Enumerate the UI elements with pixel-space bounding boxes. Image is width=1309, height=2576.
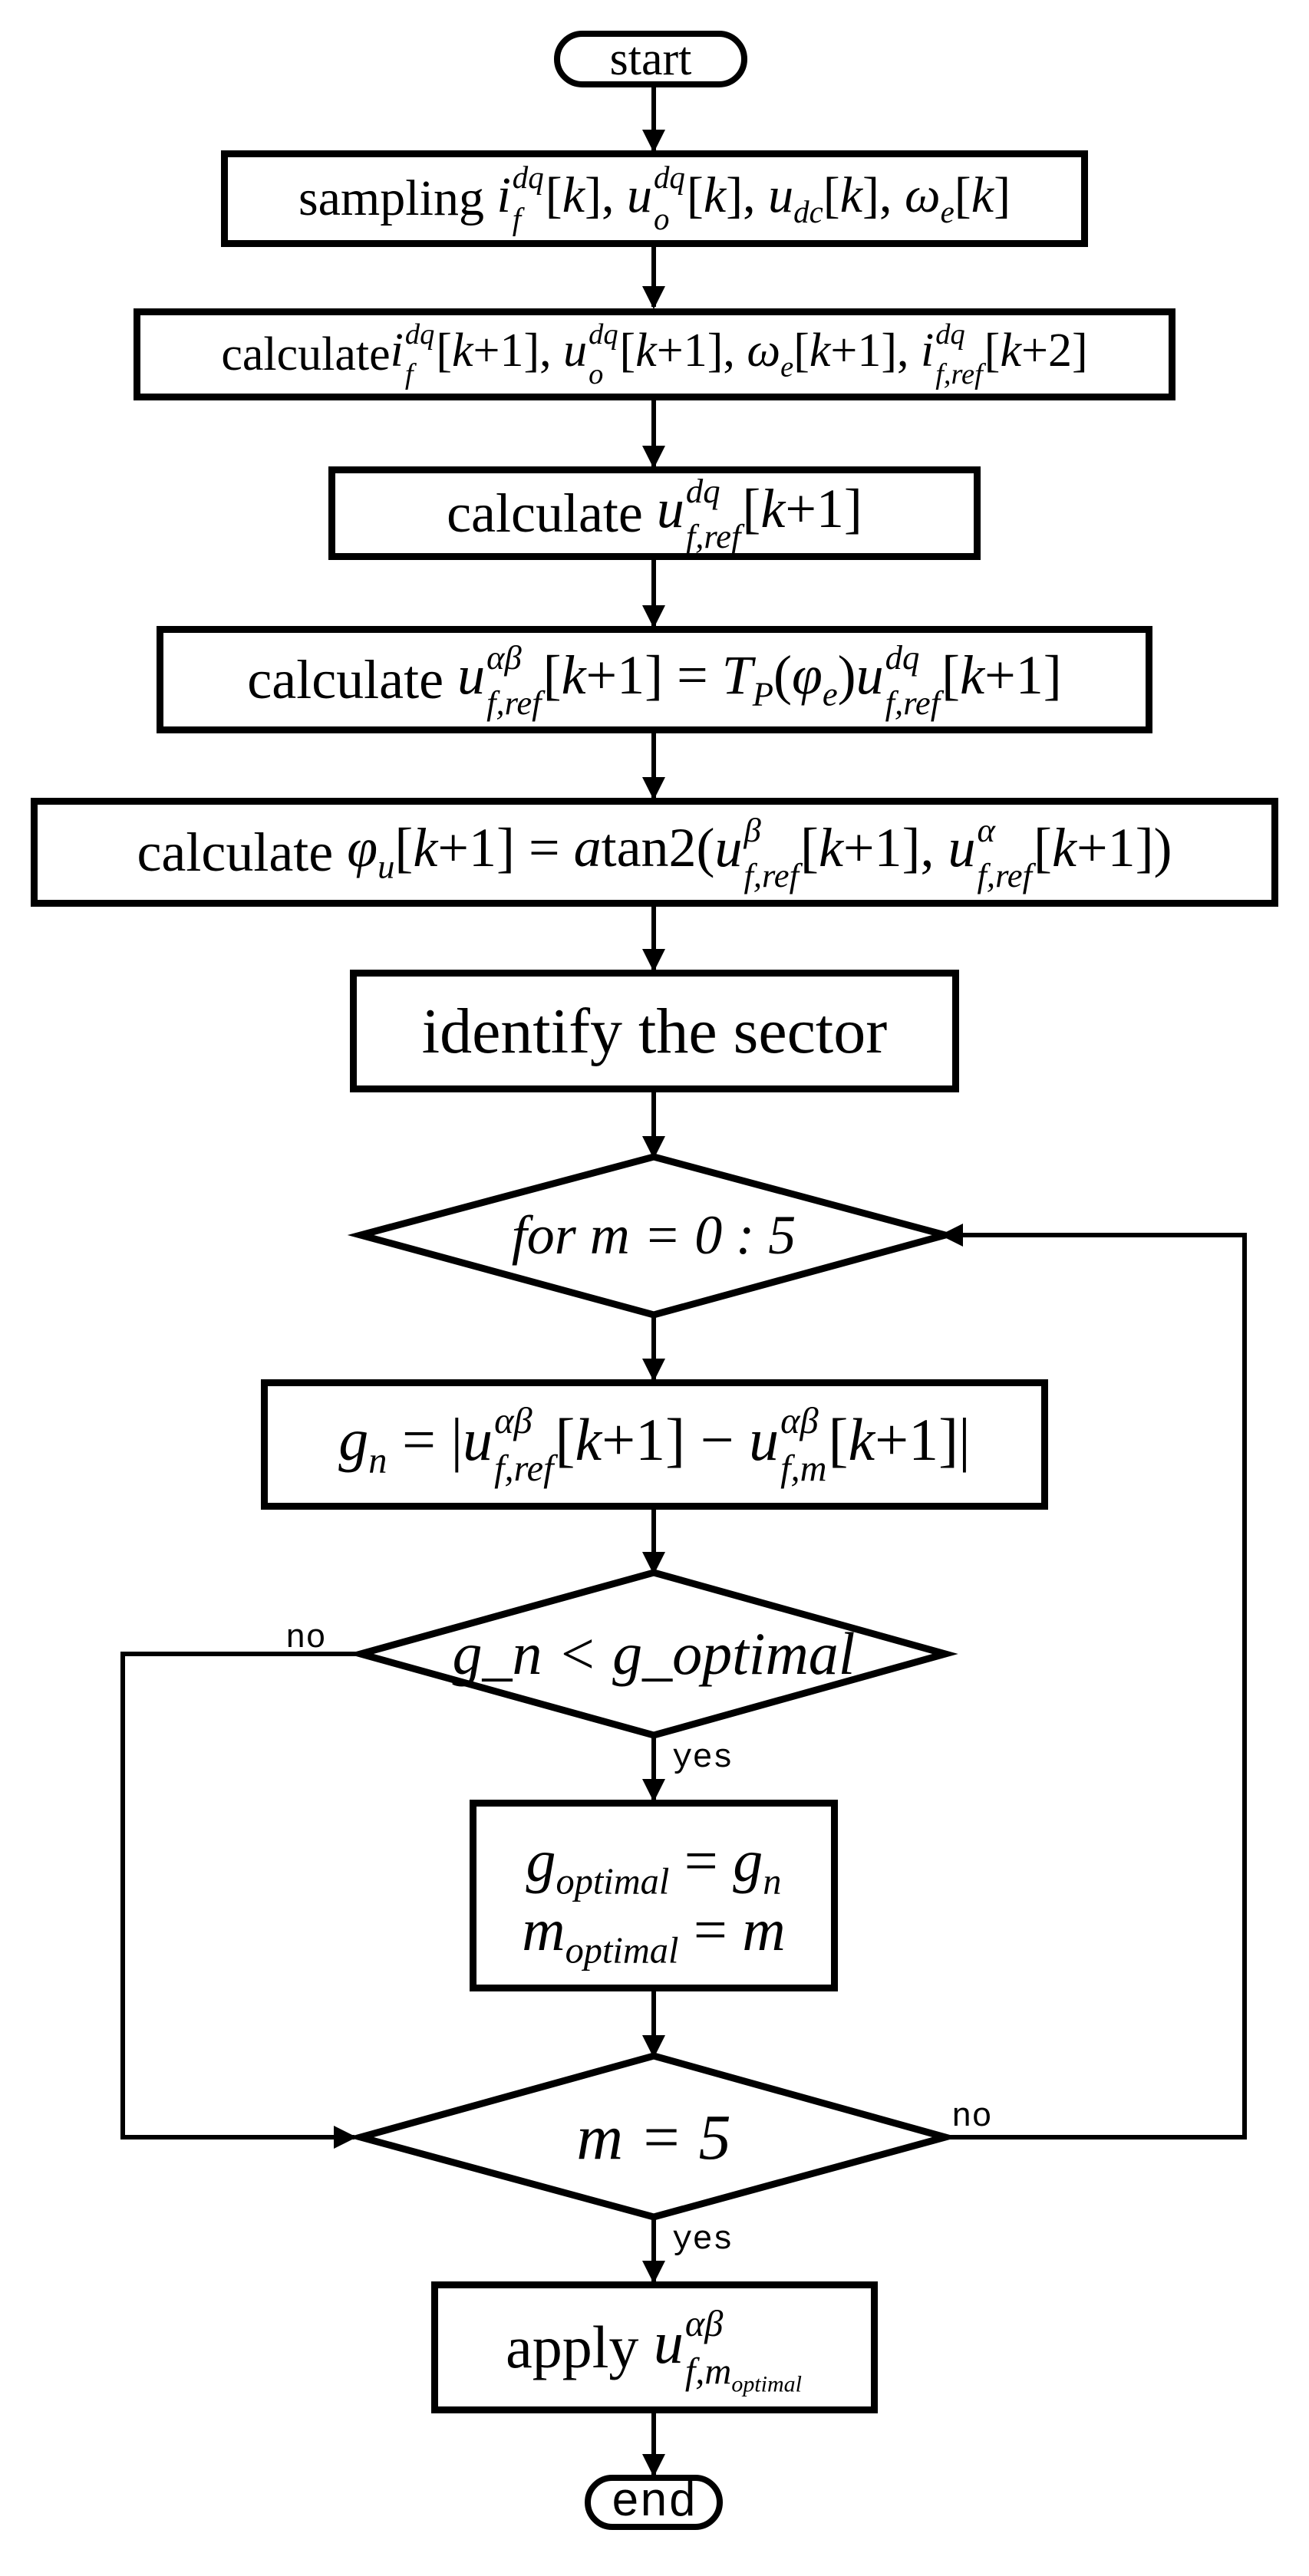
check-diamond bbox=[348, 2052, 958, 2221]
calc2-word: calculate bbox=[447, 482, 643, 544]
update-box: goptimal = gn moptimal = m bbox=[470, 1800, 838, 1991]
end-label: end bbox=[611, 2475, 697, 2530]
compare-no-label: no bbox=[285, 1619, 326, 1658]
update-line-1: goptimal = gn bbox=[526, 1827, 782, 1902]
check-yes-label: yes bbox=[672, 2221, 734, 2259]
apply-word: apply bbox=[506, 2314, 639, 2380]
loop-diamond bbox=[347, 1153, 959, 1319]
edge-check-no bbox=[940, 1224, 1247, 2140]
update-line-2: moptimal = m bbox=[522, 1896, 786, 1972]
compare-diamond bbox=[348, 1569, 958, 1739]
compare-text: g_n < g_optimal bbox=[452, 1620, 856, 1687]
identify-box: identify the sector bbox=[350, 970, 959, 1092]
edge-compare-no bbox=[120, 1652, 361, 2149]
start-terminal: start bbox=[554, 31, 747, 87]
calc3-word: calculate bbox=[247, 648, 444, 710]
loop-text: for m = 0 : 5 bbox=[511, 1204, 796, 1266]
start-label: start bbox=[609, 32, 692, 85]
check-text: m = 5 bbox=[576, 2101, 731, 2173]
check-no-label: no bbox=[951, 2098, 992, 2136]
calc1-word: calculate bbox=[221, 328, 391, 380]
compare-yes-label: yes bbox=[672, 1739, 734, 1777]
end-terminal: end bbox=[585, 2475, 723, 2530]
sampling-word: sampling bbox=[298, 170, 484, 226]
calc4-word: calculate bbox=[137, 821, 334, 883]
identify-label: identify the sector bbox=[421, 995, 888, 1067]
